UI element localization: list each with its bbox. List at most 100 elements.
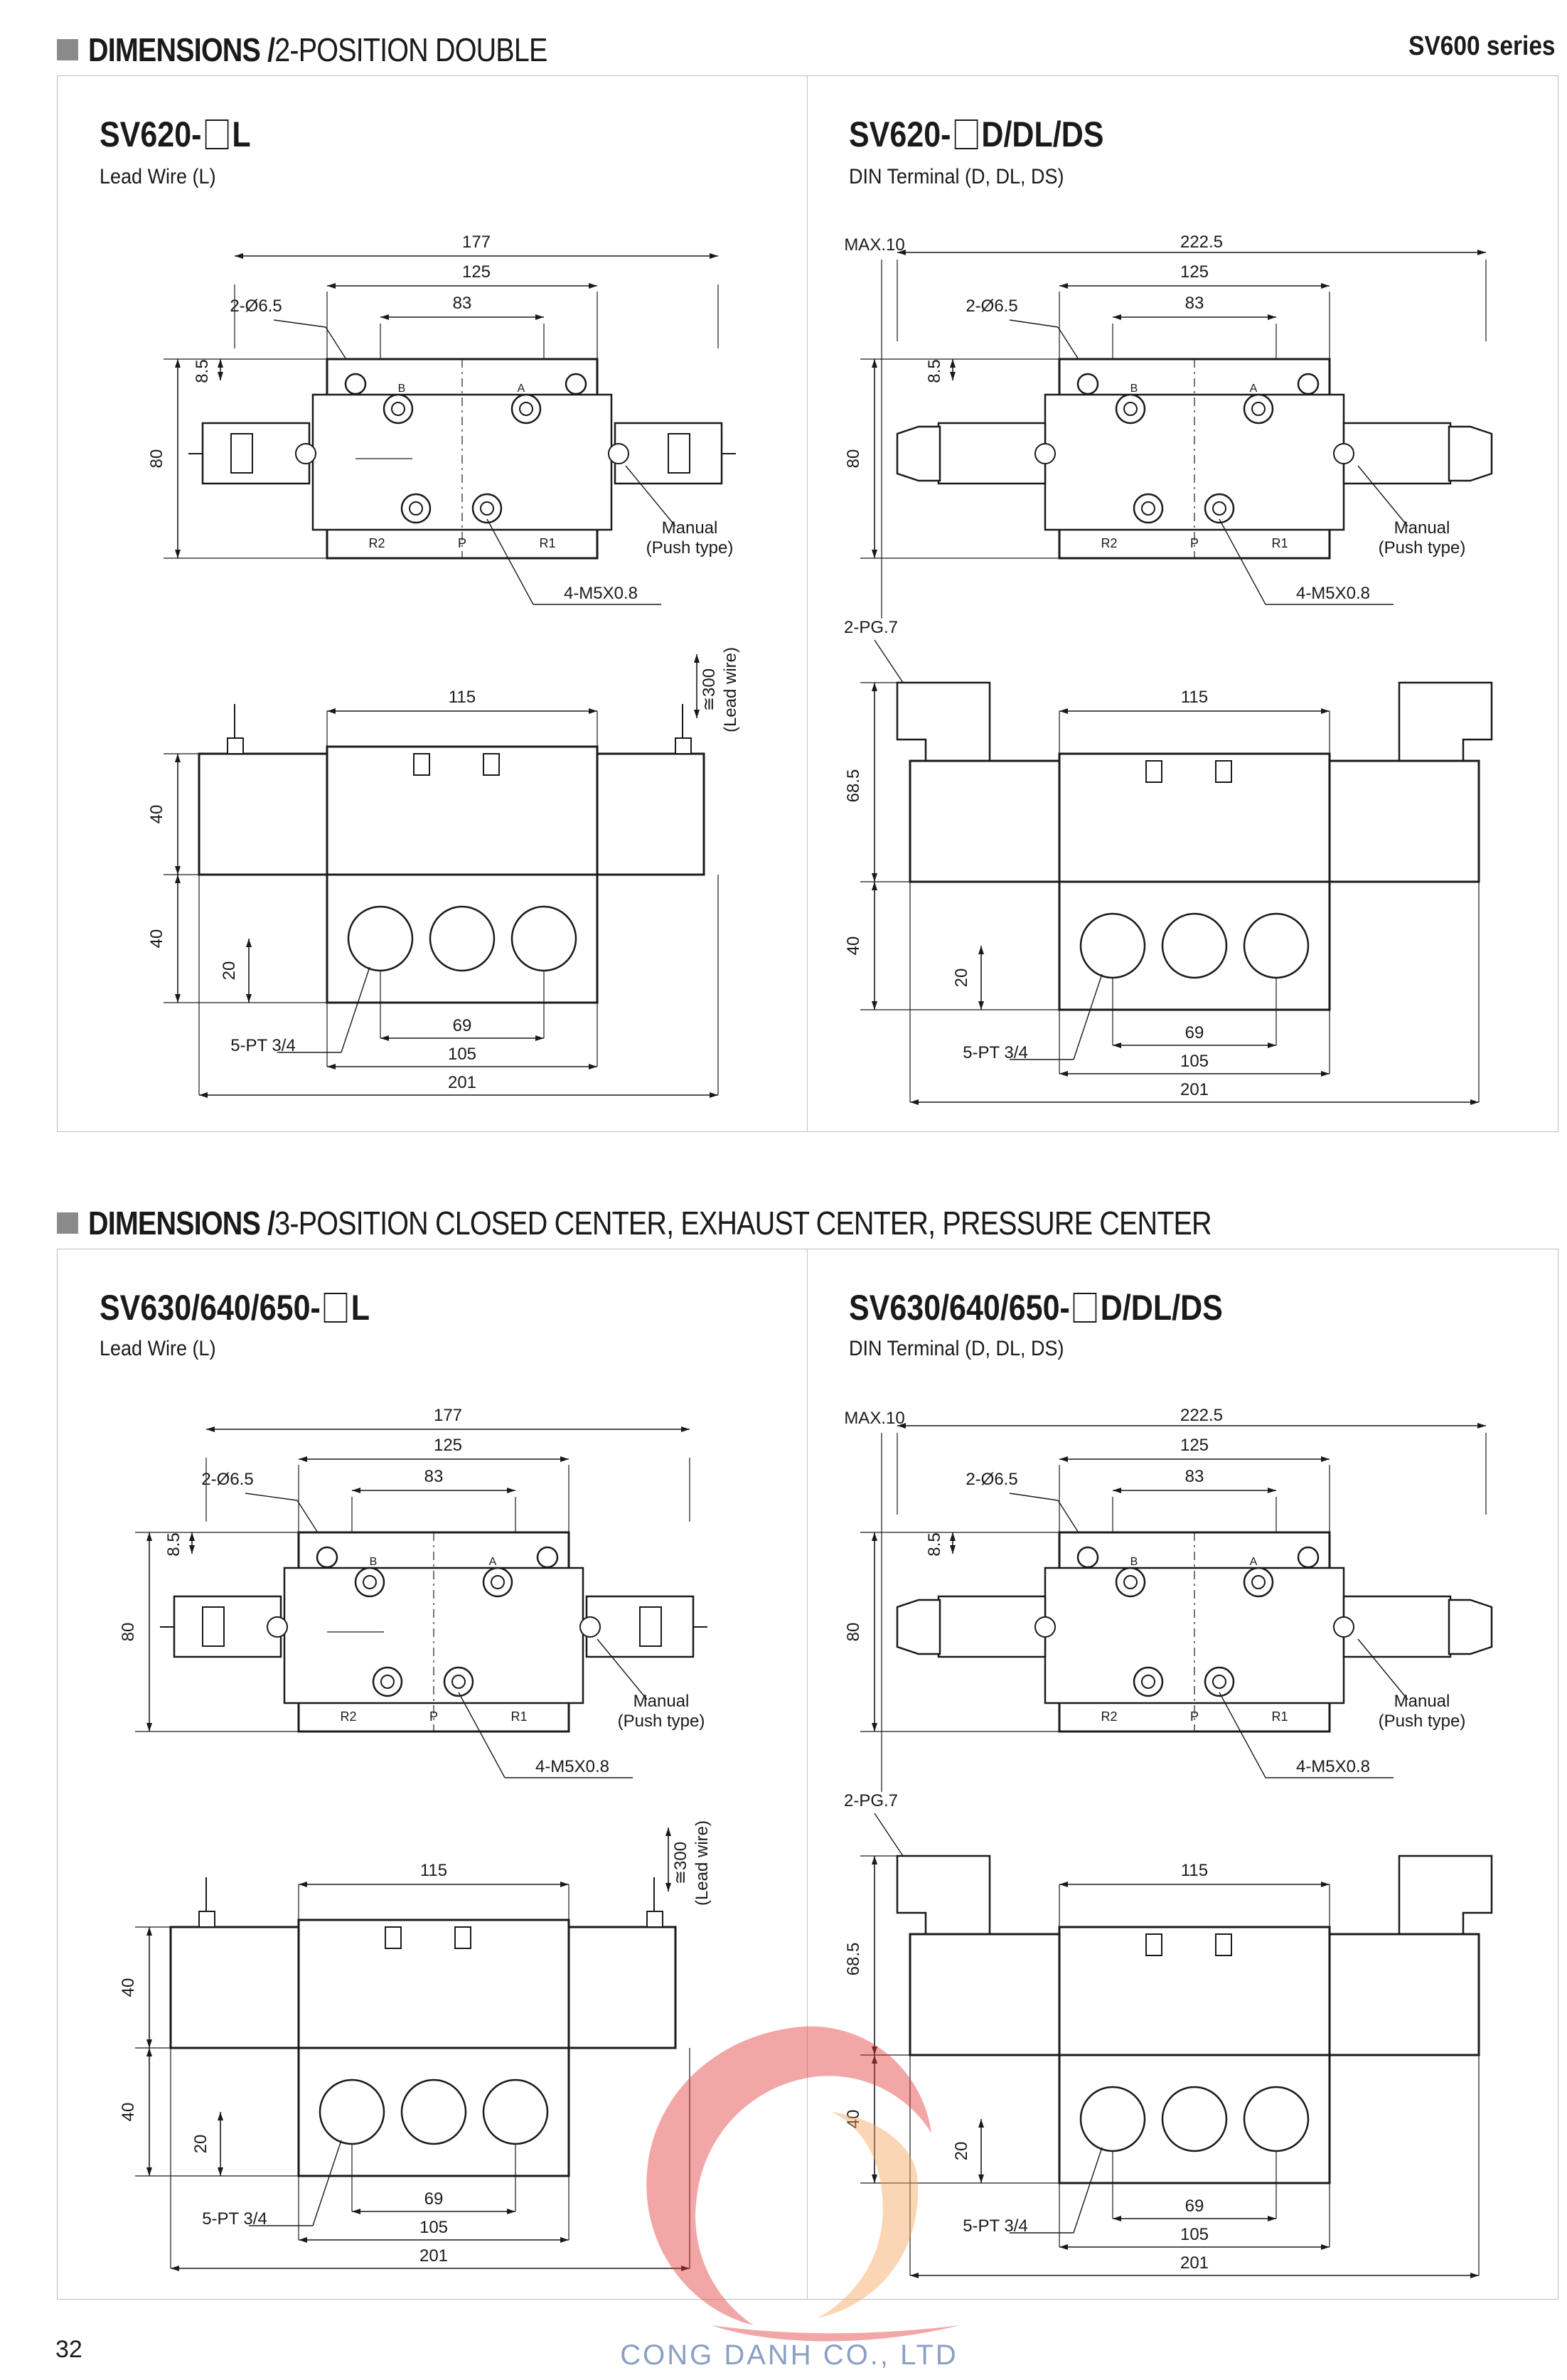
dimension-label: 105 (1180, 1052, 1209, 1071)
dimension-label: 83 (1185, 294, 1204, 313)
drawing-line (1219, 518, 1266, 605)
dimension-arrow (146, 1927, 152, 1936)
dimension-label: 83 (424, 1467, 444, 1486)
dimension-arrow (218, 372, 223, 380)
dimension-label: 69 (424, 2189, 444, 2209)
dimension-label: (Lead wire) (692, 1820, 712, 1906)
dimension-arrow (560, 1456, 569, 1462)
drawing-body (483, 753, 500, 776)
dimension-label: 40 (844, 936, 863, 956)
drawing-line (1057, 326, 1081, 363)
dimension-label: 115 (449, 688, 476, 707)
drawing-port (608, 443, 629, 464)
drawing-port (1251, 1575, 1266, 1589)
dimension-arrow (327, 1064, 336, 1069)
drawing-body (198, 1911, 215, 1928)
drawing-line (273, 319, 326, 328)
drawing-body (297, 1919, 570, 2049)
din-connector (1448, 1599, 1493, 1655)
model-subtitle-p4: DIN Terminal (D, DL, DS) (849, 1337, 1064, 1360)
port-label: B (370, 1556, 378, 1568)
drawing-port (1034, 443, 1056, 464)
dimension-arrow (175, 754, 181, 762)
dimension-label: 40 (844, 2110, 863, 2129)
drawing-port (1243, 912, 1310, 979)
drawing-body (668, 433, 690, 474)
port-label: R2 (1101, 536, 1117, 550)
section-header-1: DIMENSIONS /2-POSITION DOUBLE (57, 30, 622, 70)
dimension-label: 222.5 (1180, 233, 1223, 252)
dimension-arrow (299, 1456, 307, 1462)
dimension-arrow (694, 654, 700, 663)
drawing-body (227, 737, 244, 754)
dimension-arrow (380, 1035, 389, 1041)
drawing-body (1215, 1933, 1232, 1956)
dimension-arrow (1321, 283, 1330, 289)
dimension-arrow (910, 1099, 919, 1105)
dimension-label: 20 (220, 961, 239, 981)
dimension-arrow (1268, 314, 1276, 320)
thread-callout: 4-M5X0.8 (1296, 1757, 1370, 1776)
dimension-label: 83 (1185, 1467, 1204, 1486)
port-label: A (1250, 383, 1258, 395)
series-label: SV600 series (1408, 31, 1556, 61)
dimension-label: 69 (1185, 2197, 1204, 2216)
model-title-p2: SV620-D/DL/DS (849, 114, 1104, 154)
dimension-arrow (380, 314, 389, 320)
port-label: P (458, 536, 466, 550)
drawing-port (1212, 1675, 1226, 1689)
drawing-port (519, 402, 533, 416)
dimension-arrow (1059, 2244, 1068, 2250)
drawing-port (1076, 1546, 1099, 1569)
drawing-port (1161, 2086, 1228, 2152)
dimension-arrow (978, 946, 984, 954)
model-code-box (323, 1293, 348, 1323)
dimension-arrow (1477, 250, 1486, 255)
dimension-label: 222.5 (1180, 1406, 1223, 1425)
dimension-label: 201 (448, 1073, 476, 1092)
section-marker-icon (57, 1212, 78, 1234)
dimension-label: 105 (419, 2218, 448, 2237)
port-thread-callout: 5-PT 3/4 (963, 1043, 1028, 1062)
dimension-label: 8.5 (193, 359, 212, 383)
dimension-arrow (299, 2237, 307, 2243)
drawing-body (1145, 760, 1162, 783)
dimension-arrow (189, 1532, 195, 1541)
dimension-arrow (327, 283, 336, 289)
manual-callout: Manual (633, 1692, 690, 1711)
dimension-label: 68.5 (844, 1943, 863, 1976)
manual-callout: Manual (662, 518, 718, 538)
dimension-arrow (1113, 314, 1121, 320)
drawing-port (1243, 2086, 1310, 2152)
thread-callout: 4-M5X0.8 (564, 584, 638, 603)
dimension-arrow (171, 2266, 179, 2271)
dimension-arrow (710, 1092, 718, 1098)
port-label: R1 (539, 536, 555, 550)
dimension-arrow (978, 2119, 984, 2128)
drawing-port (347, 905, 414, 972)
drawing-body (413, 753, 430, 776)
drawing-body (1058, 752, 1331, 883)
port-label: R1 (1271, 536, 1288, 550)
company-logo-icon (646, 2026, 960, 2342)
model-title-p1: SV620-L (100, 114, 251, 154)
drawing-port (510, 905, 577, 972)
dimension-label: 125 (1180, 1436, 1209, 1455)
port-label: A (1250, 1556, 1258, 1568)
manual-callout: (Push type) (618, 1712, 705, 1731)
dimension-arrow (950, 372, 956, 380)
dimension-label: 115 (1181, 1861, 1208, 1880)
drawing-line (458, 1692, 506, 1778)
dimension-label: 20 (191, 2135, 210, 2154)
dimension-arrow (589, 1064, 597, 1069)
dimension-arrow (1321, 1882, 1330, 1887)
drawing-line (1073, 973, 1103, 1060)
dimension-arrow (1477, 1423, 1486, 1429)
section-title-2: DIMENSIONS /3-POSITION CLOSED CENTER, EX… (88, 1204, 1212, 1242)
din-connector (1398, 1855, 1493, 1936)
drawing-port (1141, 1675, 1155, 1689)
dimension-arrow (1113, 1488, 1121, 1493)
dimension-arrow (1059, 1456, 1068, 1462)
drawing-line (312, 2140, 342, 2226)
